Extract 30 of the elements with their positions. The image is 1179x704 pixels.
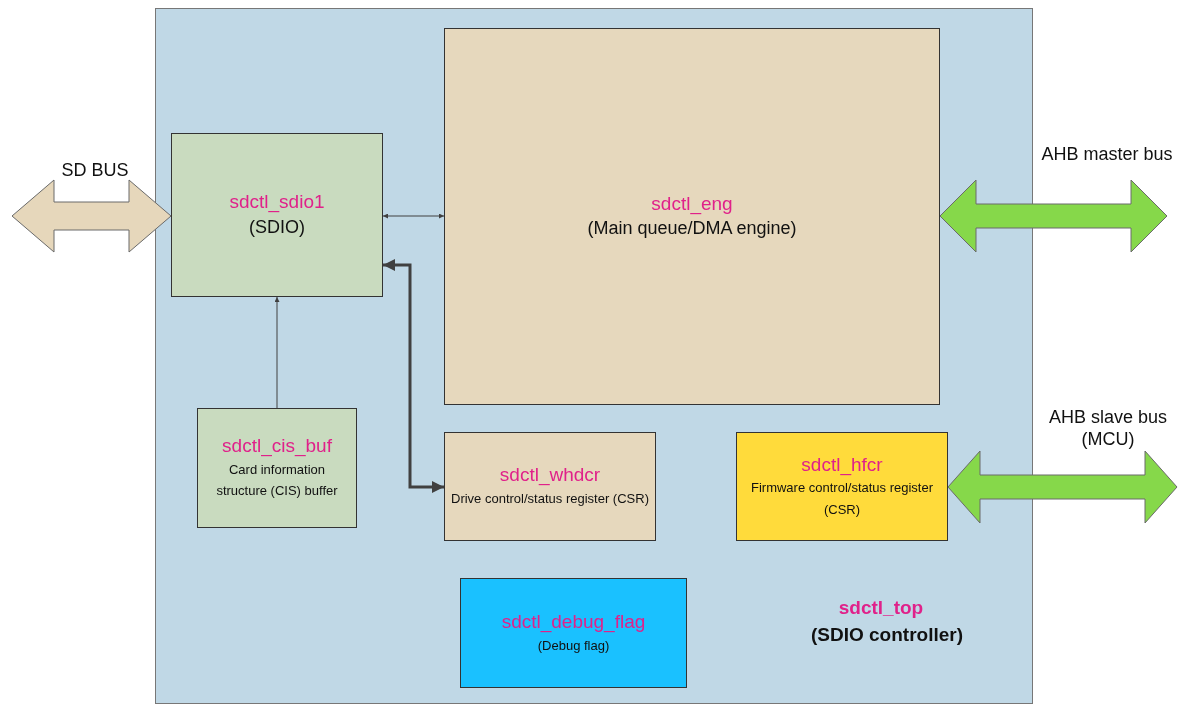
module-box	[736, 432, 948, 541]
arrow	[382, 213, 445, 219]
module-description: Drive control/status register (CSR)	[450, 490, 650, 509]
module-description: Firmware control/status register (CSR)	[749, 479, 935, 519]
module-box	[460, 578, 687, 688]
bus-arrow	[947, 450, 1178, 524]
module-description: Card information structure (CIS) buffer	[215, 460, 339, 501]
arrow	[274, 296, 280, 409]
module-name: sdctl_sdio1	[229, 190, 325, 215]
module-box	[444, 432, 656, 541]
module-name: sdctl_cis_buf	[222, 434, 332, 459]
module-box	[197, 408, 357, 528]
container-box	[155, 8, 1033, 704]
module-name: sdctl_whdcr	[499, 463, 601, 488]
module-name: sdctl_top	[837, 596, 925, 620]
module-description: (Debug flag)	[536, 636, 611, 655]
module-name: sdctl_hfcr	[801, 452, 883, 478]
edge-label: AHB master bus	[1040, 144, 1174, 166]
module-description: (SDIO controller)	[810, 623, 964, 647]
edge-label: SD BUS	[60, 160, 130, 182]
arrow	[383, 259, 444, 493]
module-box	[171, 133, 383, 297]
edge-label: AHB slave bus (MCU)	[1047, 407, 1169, 451]
module-box	[444, 28, 940, 405]
bus-arrow	[11, 179, 172, 253]
module-name: sdctl_debug_flag	[501, 609, 646, 635]
module-name: sdctl_eng	[651, 191, 733, 217]
module-description: (Main queue/DMA engine)	[586, 217, 798, 241]
module-description: (SDIO)	[248, 215, 306, 239]
bus-arrow	[939, 179, 1168, 253]
